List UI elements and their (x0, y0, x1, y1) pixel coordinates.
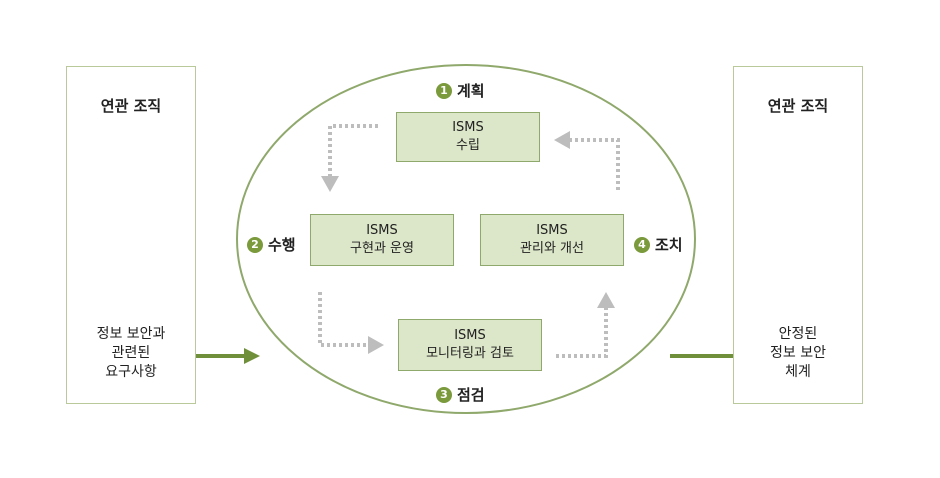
stage-label-act: 4 조치 (634, 234, 683, 255)
right-panel-text: 안정된 정보 보안 체계 (770, 326, 826, 380)
stage-box-act: ISMS 관리와 개선 (480, 214, 624, 266)
stage-box-line2: 수립 (456, 138, 480, 153)
left-panel-text: 정보 보안과 관련된 요구사항 (96, 326, 166, 380)
dotted-arrow-check-to-act (556, 292, 615, 358)
stage-box-line1: ISMS (536, 223, 568, 238)
dotted-arrow-do-to-check (318, 292, 384, 354)
dotted-arrow-plan-to-do (321, 124, 378, 192)
stage-name: 점검 (457, 386, 485, 404)
stage-number-badge: 1 (436, 82, 452, 99)
right-related-org-panel: 연관 조직 안정된 정보 보안 체계 (733, 66, 863, 404)
stage-box-line2: 모니터링과 검토 (426, 346, 514, 361)
stage-box-line1: ISMS (452, 120, 484, 135)
stage-box-line2: 관리와 개선 (520, 241, 584, 256)
pdca-cycle-ellipse (236, 64, 696, 414)
stage-label-check: 3 점검 (436, 384, 485, 405)
stage-name: 계획 (457, 82, 485, 100)
stage-number-badge: 2 (247, 236, 263, 253)
stage-box-line2: 구현과 운영 (350, 241, 414, 256)
stage-box-do: ISMS 구현과 운영 (310, 214, 454, 266)
stage-number-badge: 3 (436, 386, 452, 403)
stage-box-line1: ISMS (366, 223, 398, 238)
stage-box-plan: ISMS 수립 (396, 112, 540, 162)
dotted-arrow-act-to-plan (554, 131, 620, 190)
stage-name: 조치 (655, 236, 683, 254)
stage-label-plan: 1 계획 (436, 80, 485, 101)
stage-box-line1: ISMS (454, 328, 486, 343)
right-panel-title: 연관 조직 (767, 97, 829, 115)
stage-name: 수행 (268, 236, 296, 254)
left-panel-title: 연관 조직 (100, 97, 162, 115)
stage-number-badge: 4 (634, 236, 650, 253)
stage-box-check: ISMS 모니터링과 검토 (398, 319, 542, 371)
left-related-org-panel: 연관 조직 정보 보안과 관련된 요구사항 (66, 66, 196, 404)
stage-label-do: 2 수행 (247, 234, 296, 255)
